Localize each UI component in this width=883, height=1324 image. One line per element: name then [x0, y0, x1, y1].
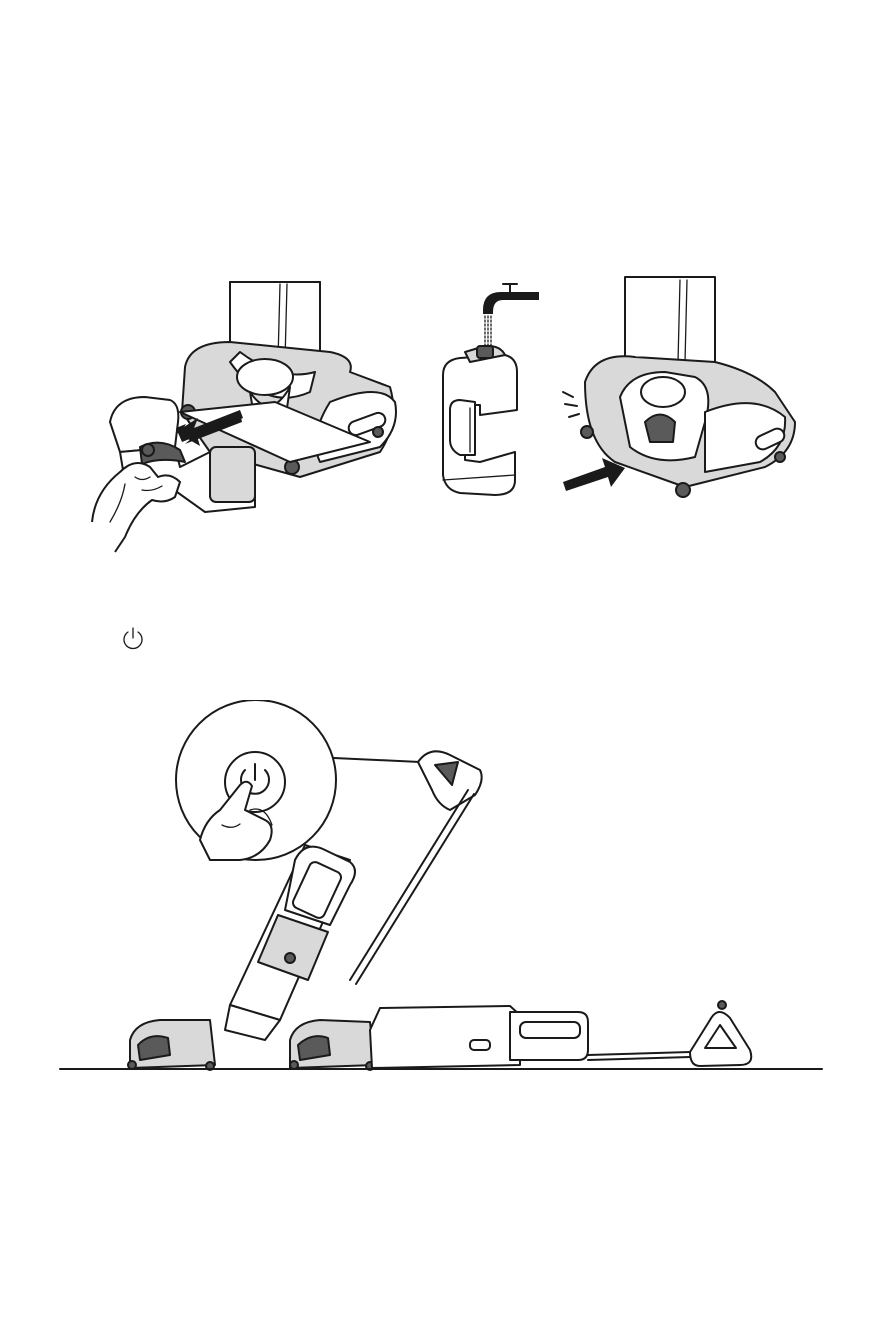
figure-power-on	[50, 700, 840, 1090]
hand-icon	[92, 463, 180, 552]
figure-fill-tank	[425, 280, 550, 505]
figure-remove-tank	[80, 272, 410, 562]
faucet-icon	[483, 284, 539, 314]
power-symbol	[120, 626, 146, 652]
power-icon	[120, 626, 146, 652]
click-icon	[563, 392, 579, 417]
figure-insert-tank	[555, 272, 805, 502]
